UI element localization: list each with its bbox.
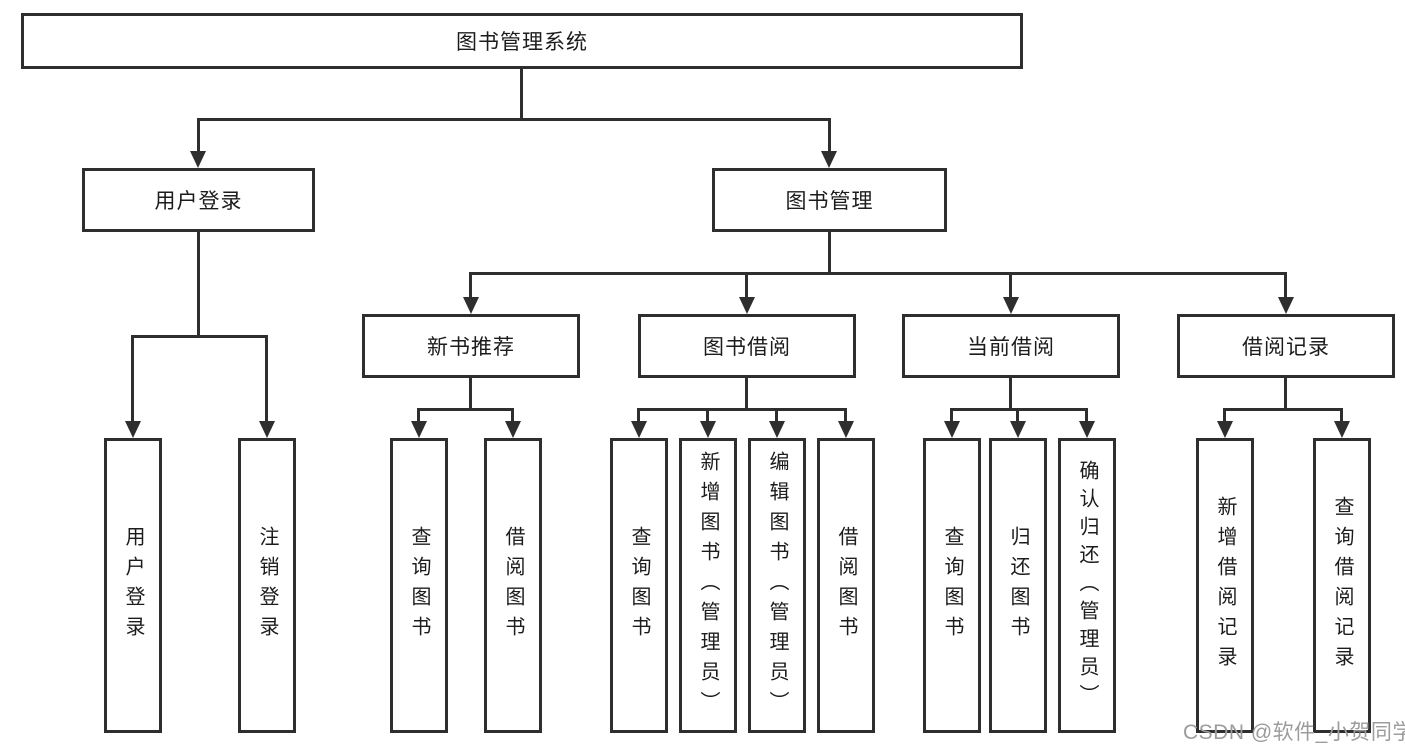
leaf-cb-confirm-return: 确认归还（管理员） [1058, 438, 1116, 733]
leaf-br-add-record-label: 新增借阅记录 [1214, 495, 1236, 676]
arrow-user-login [190, 151, 206, 168]
connector-drop-user-login [197, 118, 200, 155]
leaf-bb-query-books-label: 查询图书 [628, 525, 650, 646]
node-new-book-recommend-label: 新书推荐 [427, 336, 515, 359]
leaf-br-query-record: 查询借阅记录 [1313, 438, 1371, 733]
arrow-book-management [821, 151, 837, 168]
connector-drop-current-borrowing [1009, 272, 1012, 301]
connector-book-management-stem [828, 232, 831, 275]
connector-new-book-stem [469, 378, 472, 411]
connector-drop-cb-return [1016, 408, 1019, 424]
leaf-logout: 注销登录 [238, 438, 296, 733]
leaf-br-query-record-label: 查询借阅记录 [1331, 495, 1353, 676]
node-current-borrowing-label: 当前借阅 [967, 336, 1055, 359]
node-root: 图书管理系统 [21, 13, 1023, 69]
leaf-bb-edit-books: 编辑图书（管理员） [748, 438, 806, 733]
leaf-user-login-label: 用户登录 [122, 525, 144, 646]
connector-user-login-stem [197, 232, 200, 338]
connector-current-borrowing-branch [950, 408, 1088, 411]
connector-drop-nb-query [417, 408, 420, 424]
connector-drop-br-query [1340, 408, 1343, 424]
arrow-current-borrowing [1003, 297, 1019, 314]
node-book-management-label: 图书管理 [785, 190, 874, 213]
node-book-borrowing: 图书借阅 [638, 314, 856, 378]
connector-drop-nb-borrow [511, 408, 514, 424]
arrow-cb-query [944, 421, 960, 438]
node-book-borrowing-label: 图书借阅 [703, 336, 791, 359]
leaf-bb-add-books: 新增图书（管理员） [679, 438, 737, 733]
connector-book-management-branch [469, 272, 1287, 275]
leaf-bb-add-books-label: 新增图书（管理员） [697, 450, 719, 721]
node-root-label: 图书管理系统 [456, 31, 588, 54]
node-current-borrowing: 当前借阅 [902, 314, 1120, 378]
connector-book-borrowing-stem [745, 378, 748, 411]
leaf-cb-query-books-label: 查询图书 [941, 525, 963, 646]
connector-book-borrowing-branch [637, 408, 847, 411]
arrow-borrowing-records [1278, 297, 1294, 314]
leaf-bb-query-books: 查询图书 [610, 438, 668, 733]
watermark-text: CSDN @软件_小贺同学 [1183, 721, 1405, 744]
connector-root-stem [520, 67, 523, 121]
leaf-cb-return-books: 归还图书 [989, 438, 1047, 733]
connector-current-borrowing-stem [1009, 378, 1012, 411]
leaf-nb-borrow-books: 借阅图书 [484, 438, 542, 733]
connector-new-book-branch [417, 408, 514, 411]
leaf-bb-borrow-books-label: 借阅图书 [835, 525, 857, 646]
arrow-nb-borrow [505, 421, 521, 438]
connector-root-branch [197, 118, 831, 121]
connector-drop-borrowing-records [1284, 272, 1287, 301]
node-user-login: 用户登录 [82, 168, 315, 232]
arrow-cb-return [1010, 421, 1026, 438]
leaf-bb-borrow-books: 借阅图书 [817, 438, 875, 733]
leaf-nb-borrow-books-label: 借阅图书 [502, 525, 524, 646]
connector-drop-book-borrowing [745, 272, 748, 301]
arrow-bb-borrow [838, 421, 854, 438]
connector-drop-new-book [469, 272, 472, 301]
leaf-nb-query-books: 查询图书 [390, 438, 448, 733]
arrow-bb-query [631, 421, 647, 438]
connector-drop-br-add [1223, 408, 1226, 424]
node-borrowing-records-label: 借阅记录 [1242, 336, 1330, 359]
connector-borrowing-records-stem [1284, 378, 1287, 411]
connector-drop-cb-query [950, 408, 953, 424]
connector-drop-book-management [828, 118, 831, 155]
node-new-book-recommend: 新书推荐 [362, 314, 580, 378]
arrow-br-query [1334, 421, 1350, 438]
connector-drop-leaf-user-login [131, 335, 134, 424]
node-borrowing-records: 借阅记录 [1177, 314, 1395, 378]
leaf-cb-query-books: 查询图书 [923, 438, 981, 733]
arrow-cb-confirm [1079, 421, 1095, 438]
leaf-user-login: 用户登录 [104, 438, 162, 733]
arrow-new-book [463, 297, 479, 314]
leaf-nb-query-books-label: 查询图书 [408, 525, 430, 646]
arrow-leaf-user-login [125, 421, 141, 438]
arrow-nb-query [411, 421, 427, 438]
leaf-cb-confirm-return-label: 确认归还（管理员） [1076, 459, 1098, 712]
arrow-br-add [1217, 421, 1233, 438]
arrow-book-borrowing [739, 297, 755, 314]
connector-user-login-branch [131, 335, 268, 338]
connector-borrowing-records-branch [1223, 408, 1343, 411]
leaf-bb-edit-books-label: 编辑图书（管理员） [766, 450, 788, 721]
arrow-bb-edit [769, 421, 785, 438]
node-user-login-label: 用户登录 [154, 190, 243, 213]
connector-drop-leaf-logout [265, 335, 268, 424]
node-book-management: 图书管理 [712, 168, 947, 232]
leaf-logout-label: 注销登录 [256, 525, 278, 646]
connector-drop-bb-borrow [844, 408, 847, 424]
connector-drop-bb-edit [775, 408, 778, 424]
connector-drop-bb-query [637, 408, 640, 424]
connector-drop-bb-add [706, 408, 709, 424]
connector-drop-cb-confirm [1085, 408, 1088, 424]
arrow-bb-add [700, 421, 716, 438]
leaf-cb-return-books-label: 归还图书 [1007, 525, 1029, 646]
leaf-br-add-record: 新增借阅记录 [1196, 438, 1254, 733]
arrow-leaf-logout [259, 421, 275, 438]
